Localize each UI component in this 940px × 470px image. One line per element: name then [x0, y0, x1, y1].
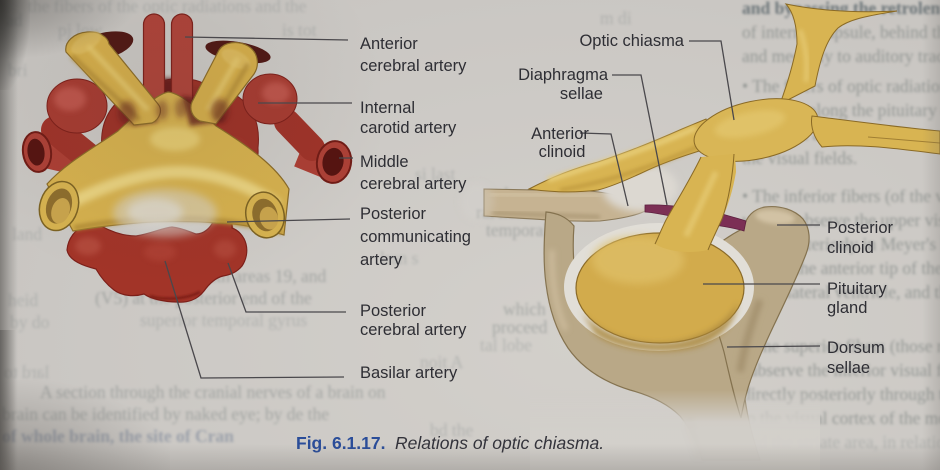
svg-text:cerebral artery: cerebral artery	[360, 57, 467, 75]
svg-text:Fig. 6.1.17.: Fig. 6.1.17.	[296, 433, 385, 453]
svg-text:cerebral artery: cerebral artery	[360, 321, 467, 339]
svg-text:Dorsum: Dorsum	[827, 339, 885, 357]
svg-text:Pituitary: Pituitary	[827, 280, 887, 298]
svg-text:clinoid: clinoid	[539, 143, 586, 161]
svg-text:Middle: Middle	[360, 153, 409, 171]
svg-text:Posterior: Posterior	[827, 219, 894, 237]
svg-text:Optic chiasma: Optic chiasma	[579, 32, 684, 50]
svg-text:clinoid: clinoid	[827, 239, 874, 257]
svg-text:Posterior: Posterior	[360, 205, 427, 223]
svg-text:sellae: sellae	[827, 359, 870, 377]
svg-text:Internal: Internal	[360, 99, 415, 117]
svg-text:gland: gland	[827, 299, 867, 317]
svg-text:cerebral artery: cerebral artery	[360, 175, 467, 193]
svg-text:Anterior: Anterior	[531, 125, 589, 143]
svg-text:artery: artery	[360, 251, 403, 269]
svg-text:Diaphragma: Diaphragma	[518, 66, 609, 84]
svg-text:Anterior: Anterior	[360, 35, 418, 53]
svg-text:Relations of optic chiasma.: Relations of optic chiasma.	[395, 433, 604, 453]
svg-text:Basilar artery: Basilar artery	[360, 364, 458, 382]
svg-text:Posterior: Posterior	[360, 302, 427, 320]
svg-text:carotid artery: carotid artery	[360, 119, 457, 137]
svg-text:sellae: sellae	[560, 85, 603, 103]
svg-text:communicating: communicating	[360, 228, 471, 246]
